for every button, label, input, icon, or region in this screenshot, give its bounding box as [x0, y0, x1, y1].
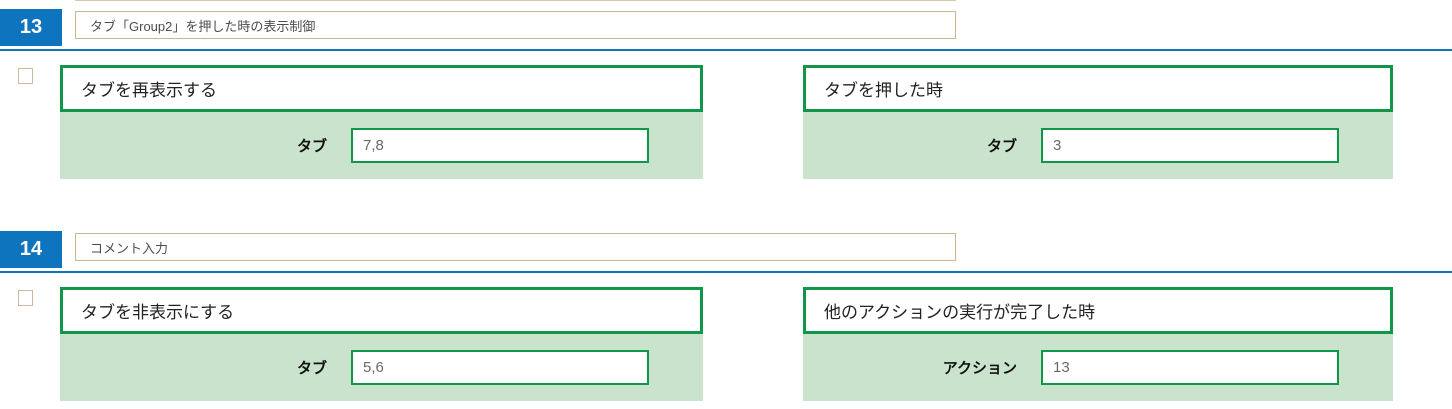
section-panels-row: タブを再表示する タブ タブを押した時 タブ	[0, 65, 1452, 179]
field-label: タブ	[296, 138, 327, 155]
section-number-badge: 14	[0, 231, 62, 268]
trigger-title-box[interactable]: タブを押した時	[803, 65, 1393, 112]
section-divider-line	[0, 271, 1452, 273]
tab-number-input[interactable]	[1041, 128, 1339, 163]
section-header-row: 13	[0, 9, 1452, 46]
field-label: アクション	[942, 360, 1017, 377]
action-panel: タブを再表示する タブ	[60, 65, 703, 179]
section-panels-row: タブを非表示にする タブ 他のアクションの実行が完了した時 アクション	[0, 287, 1452, 401]
trigger-panel-body: タブ	[803, 112, 1393, 179]
action-title-box[interactable]: タブを非表示にする	[60, 287, 703, 334]
action-panel-body: タブ	[60, 334, 703, 401]
section-header-row: 14	[0, 231, 1452, 268]
field-label: タブ	[296, 360, 327, 377]
action-panel-body: タブ	[60, 112, 703, 179]
section-number-badge: 13	[0, 9, 62, 46]
tab-numbers-input[interactable]	[351, 128, 649, 163]
trigger-panel: タブを押した時 タブ	[803, 65, 1393, 179]
action-title-box[interactable]: タブを再表示する	[60, 65, 703, 112]
action-section-13: 13 タブを再表示する タブ タブを押した時 タブ	[0, 9, 1452, 179]
action-description-input[interactable]	[75, 233, 956, 261]
trigger-panel-body: アクション	[803, 334, 1393, 401]
field-label: タブ	[986, 138, 1017, 155]
previous-row-cut-border	[75, 0, 956, 1]
section-select-checkbox[interactable]	[18, 68, 33, 84]
action-section-14: 14 タブを非表示にする タブ 他のアクションの実行が完了した時 アクション	[0, 231, 1452, 401]
action-description-input[interactable]	[75, 11, 956, 39]
trigger-title-box[interactable]: 他のアクションの実行が完了した時	[803, 287, 1393, 334]
tab-numbers-input[interactable]	[351, 350, 649, 385]
trigger-panel: 他のアクションの実行が完了した時 アクション	[803, 287, 1393, 401]
action-panel: タブを非表示にする タブ	[60, 287, 703, 401]
section-divider-line	[0, 49, 1452, 51]
action-number-input[interactable]	[1041, 350, 1339, 385]
section-select-checkbox[interactable]	[18, 290, 33, 306]
